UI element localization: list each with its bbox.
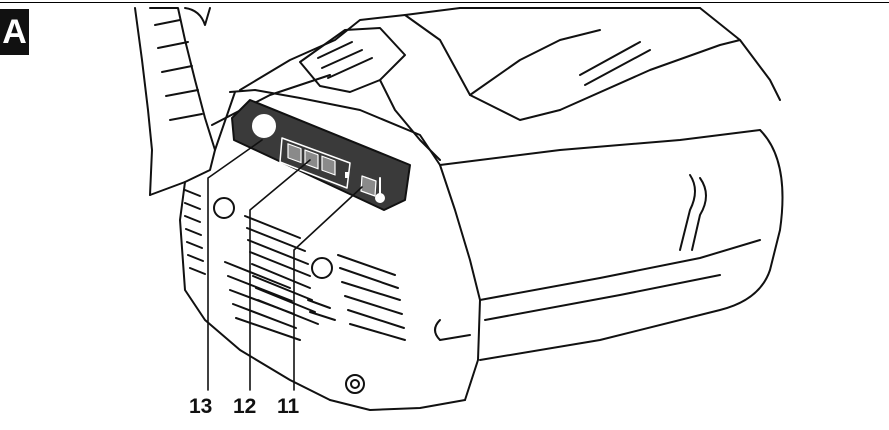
callout-12: 12: [233, 395, 257, 418]
top-rule: [0, 2, 889, 3]
battery-pack: [239, 7, 781, 161]
leader-lines: [207, 139, 363, 391]
foot-screw-inner: [350, 379, 360, 389]
vent-circle-right: [311, 257, 333, 279]
vent-circle-left: [213, 197, 235, 219]
on-indicator-icon: [252, 114, 276, 138]
control-panel: [231, 99, 411, 211]
tool-housing: [134, 7, 331, 196]
vent-grille: [184, 189, 406, 341]
figure-label: A: [0, 9, 29, 55]
callout-11: 11: [277, 395, 300, 418]
foot-screw: [345, 374, 365, 394]
leader-13: [207, 139, 263, 391]
thermometer-icon: [360, 175, 385, 203]
battery-level-icon: [279, 137, 351, 189]
leader-11: [293, 186, 363, 391]
leader-12: [249, 159, 311, 391]
charger-body: [179, 89, 784, 411]
callout-13: 13: [189, 395, 213, 418]
figure-label-text: A: [2, 13, 27, 51]
